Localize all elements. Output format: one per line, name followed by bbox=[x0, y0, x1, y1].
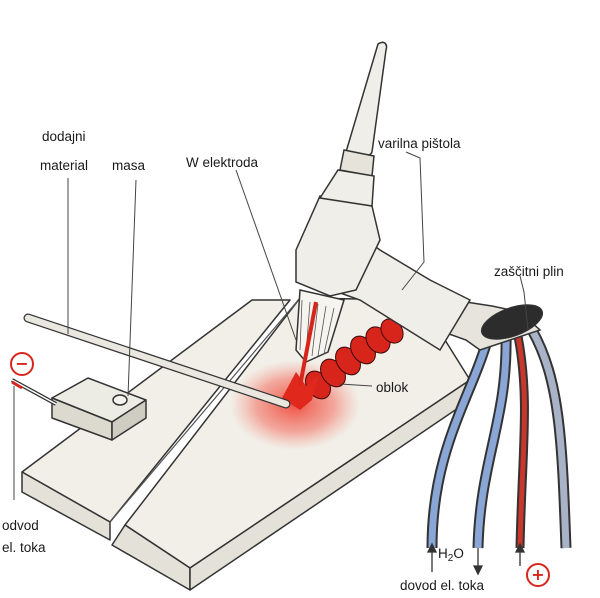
label-torch: varilna pištola bbox=[378, 136, 461, 151]
left-plate-edge bbox=[21, 471, 111, 541]
label-filler-line2: material bbox=[40, 158, 89, 173]
label-electrode: W elektroda bbox=[186, 155, 259, 170]
tungsten-electrode bbox=[298, 301, 318, 387]
plus-symbol: + bbox=[526, 563, 550, 587]
torch-head bbox=[295, 195, 381, 297]
label-out-line1: odvod bbox=[2, 518, 39, 533]
label-shield-gas: zaščitni plin bbox=[494, 264, 564, 279]
label-water-main: H bbox=[438, 546, 448, 561]
minus-symbol: − bbox=[10, 352, 34, 376]
weld-seam bbox=[109, 297, 301, 523]
label-supply: dovod el. toka bbox=[400, 578, 485, 593]
label-ground: masa bbox=[112, 158, 146, 173]
hoses bbox=[426, 327, 572, 549]
label-arc: oblok bbox=[376, 380, 409, 395]
label-filler-line1: dodajni bbox=[42, 129, 86, 144]
ground-clamp bbox=[51, 377, 147, 441]
label-out-line2: el. toka bbox=[2, 540, 46, 555]
label-water-sub: 2 bbox=[447, 553, 454, 564]
flow-arrows bbox=[426, 542, 526, 576]
arc-splash bbox=[282, 372, 318, 410]
label-water: H2O bbox=[438, 546, 464, 567]
label-water-tail: O bbox=[453, 546, 464, 561]
leader-lines bbox=[13, 151, 529, 500]
